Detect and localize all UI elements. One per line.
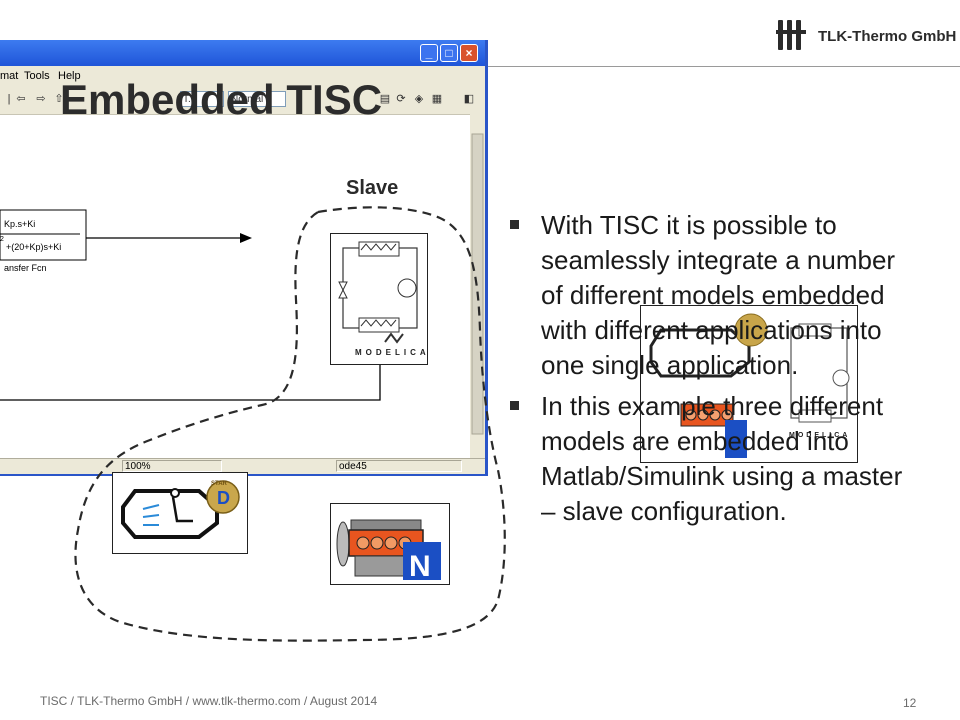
svg-text:N: N bbox=[409, 550, 431, 583]
separator-icon: | bbox=[7, 93, 11, 105]
model-explorer-icon[interactable]: ▦ bbox=[431, 93, 443, 105]
bullet-text-2: In this example three different models a… bbox=[541, 391, 903, 526]
bullet-list: With TISC it is possible to seamlessly i… bbox=[510, 208, 915, 535]
minimize-button[interactable]: _ bbox=[420, 44, 438, 62]
status-bar: 100% ode45 bbox=[0, 458, 485, 474]
window-titlebar: _ □ × bbox=[0, 40, 485, 66]
library-icon[interactable]: ◈ bbox=[414, 93, 424, 105]
tf-denominator: +(20+Kp)s+Ki bbox=[6, 242, 62, 252]
refresh-icon[interactable]: ⟳ bbox=[396, 93, 406, 105]
bullet-text-1: With TISC it is possible to seamlessly i… bbox=[541, 210, 896, 380]
bullet-item: In this example three different models a… bbox=[510, 389, 915, 529]
forward-arrow-icon[interactable]: ⇨ bbox=[36, 93, 46, 105]
combined-modelica-label: MODELICA bbox=[789, 432, 851, 439]
back-arrow-icon[interactable]: ⇦ bbox=[16, 93, 26, 105]
star-label: STAR bbox=[211, 481, 227, 487]
engine-icon: N bbox=[336, 519, 441, 583]
stop-time-field[interactable]: T... bbox=[180, 91, 224, 107]
tf-numerator: Kp.s+Ki bbox=[4, 219, 36, 229]
slave-label: Slave bbox=[346, 177, 399, 199]
maximize-button[interactable]: □ bbox=[440, 44, 458, 62]
debug-icon[interactable]: ◧ bbox=[463, 93, 475, 105]
refrigeration-cycle-icon bbox=[338, 241, 418, 344]
solver-status: ode45 bbox=[336, 460, 462, 472]
tlk-logo-icon bbox=[776, 20, 806, 50]
menu-bar: mat Tools Help bbox=[0, 66, 485, 86]
signal-arrow-icon bbox=[240, 233, 252, 243]
bullet-square-icon bbox=[510, 220, 519, 229]
modelica-label: MODELICA bbox=[355, 348, 430, 357]
transfer-fcn-block bbox=[0, 209, 87, 261]
bullet-item: With TISC it is possible to seamlessly i… bbox=[510, 208, 915, 383]
engine-model-block[interactable]: N bbox=[330, 503, 450, 585]
toolbar: | ⇦ ⇨ ⇧ T... Normal ▤ ⟳ ◈ ▦ ◧ bbox=[0, 86, 485, 115]
car-cabin-icon: D bbox=[121, 480, 240, 539]
star-cd-model-block[interactable]: D STAR bbox=[112, 472, 248, 554]
menu-format[interactable]: mat bbox=[0, 70, 19, 82]
close-button[interactable]: × bbox=[460, 44, 478, 62]
menu-tools[interactable]: Tools bbox=[24, 70, 50, 82]
up-arrow-icon[interactable]: ⇧ bbox=[54, 93, 64, 105]
svg-text:D: D bbox=[217, 488, 230, 508]
page-number: 12 bbox=[903, 696, 917, 710]
zoom-status: 100% bbox=[122, 460, 222, 472]
sim-mode-select[interactable]: Normal bbox=[228, 91, 286, 107]
company-name: TLK-Thermo GmbH bbox=[818, 28, 957, 45]
open-icon[interactable]: ▤ bbox=[379, 93, 391, 105]
modelica-model-block[interactable]: MODELICA bbox=[330, 233, 428, 365]
bullet-square-icon bbox=[510, 401, 519, 410]
combined-models-block[interactable]: MODELICA bbox=[640, 305, 858, 463]
tf-denominator-power: 2 bbox=[0, 236, 4, 243]
menu-help[interactable]: Help bbox=[58, 70, 81, 82]
combined-models-icon bbox=[649, 313, 850, 458]
slide-title: Embedded TISC bbox=[60, 76, 383, 123]
tf-caption: ansfer Fcn bbox=[4, 263, 47, 273]
footer-text: TISC / TLK-Thermo GmbH / www.tlk-thermo.… bbox=[40, 694, 378, 708]
